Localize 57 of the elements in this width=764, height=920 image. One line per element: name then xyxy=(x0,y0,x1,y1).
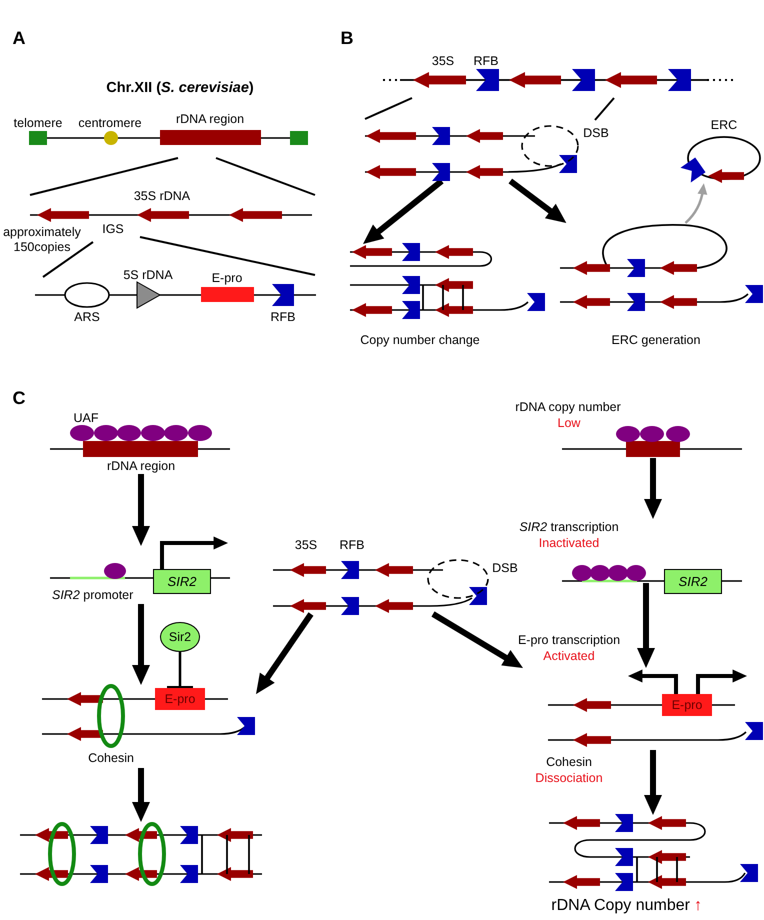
arrow xyxy=(644,458,662,519)
promoter-box: E-pro xyxy=(662,694,712,716)
arrow xyxy=(684,183,708,224)
region-label: centromere xyxy=(78,116,142,131)
arrow xyxy=(256,612,314,694)
region-label: RFB xyxy=(270,310,296,325)
label: UAF xyxy=(74,411,98,426)
gene-box: SIR2 xyxy=(664,569,722,594)
label: SIR2 transcription xyxy=(519,520,619,535)
panel-letter: A xyxy=(12,28,26,50)
arrow xyxy=(508,178,566,223)
panel-letter: B xyxy=(340,28,354,50)
label: Cohesin xyxy=(88,751,134,766)
panel-letter: C xyxy=(12,388,26,410)
status-label: Low xyxy=(558,416,580,431)
arrow xyxy=(132,768,150,822)
inhibition-line xyxy=(167,652,193,689)
label: rDNA Copy number xyxy=(551,896,690,916)
label: approximately 150copies xyxy=(2,225,82,255)
region-label: telomere xyxy=(14,116,62,131)
arrow xyxy=(628,670,678,694)
region-label: 5S rDNA xyxy=(123,268,173,283)
status-label: Dissociation xyxy=(535,771,603,786)
label: Cohesin xyxy=(546,755,592,770)
label: Copy number change xyxy=(360,333,480,348)
arrow xyxy=(160,536,228,569)
region-label: 35S rDNA xyxy=(134,189,190,204)
status-label: Activated xyxy=(543,649,595,664)
arrow xyxy=(132,474,150,546)
arrow xyxy=(132,604,150,685)
arrow xyxy=(644,750,662,815)
label: SIR2 promoter xyxy=(52,588,134,603)
arrow xyxy=(431,611,523,668)
promoter-box: E-pro xyxy=(155,688,205,710)
region-label: E-pro xyxy=(212,271,242,286)
label: DSB xyxy=(583,126,609,141)
region-label: 35S xyxy=(432,54,454,69)
label: DSB xyxy=(492,561,518,576)
label: 35S xyxy=(294,538,318,553)
panel-title: Chr.XII (S. cerevisiae) xyxy=(106,80,254,98)
arrow xyxy=(696,670,747,694)
arrow xyxy=(637,583,655,668)
label: ERC xyxy=(710,118,738,133)
arrow xyxy=(363,178,444,244)
gene-box: SIR2 xyxy=(153,569,211,594)
label: rDNA region xyxy=(106,459,176,474)
increase-arrow-symbol: ↑ xyxy=(694,896,702,916)
label: E-pro transcription xyxy=(518,633,620,648)
region-label: rDNA region xyxy=(176,112,244,127)
status-label: Inactivated xyxy=(538,536,600,551)
label: ERC generation xyxy=(612,333,700,348)
region-label: IGS xyxy=(102,222,124,237)
protein-oval: Sir2 xyxy=(160,622,200,652)
label: RFB xyxy=(340,538,364,553)
label: rDNA copy number xyxy=(515,400,621,415)
region-label: ARS xyxy=(74,310,100,325)
region-label: RFB xyxy=(474,54,498,69)
